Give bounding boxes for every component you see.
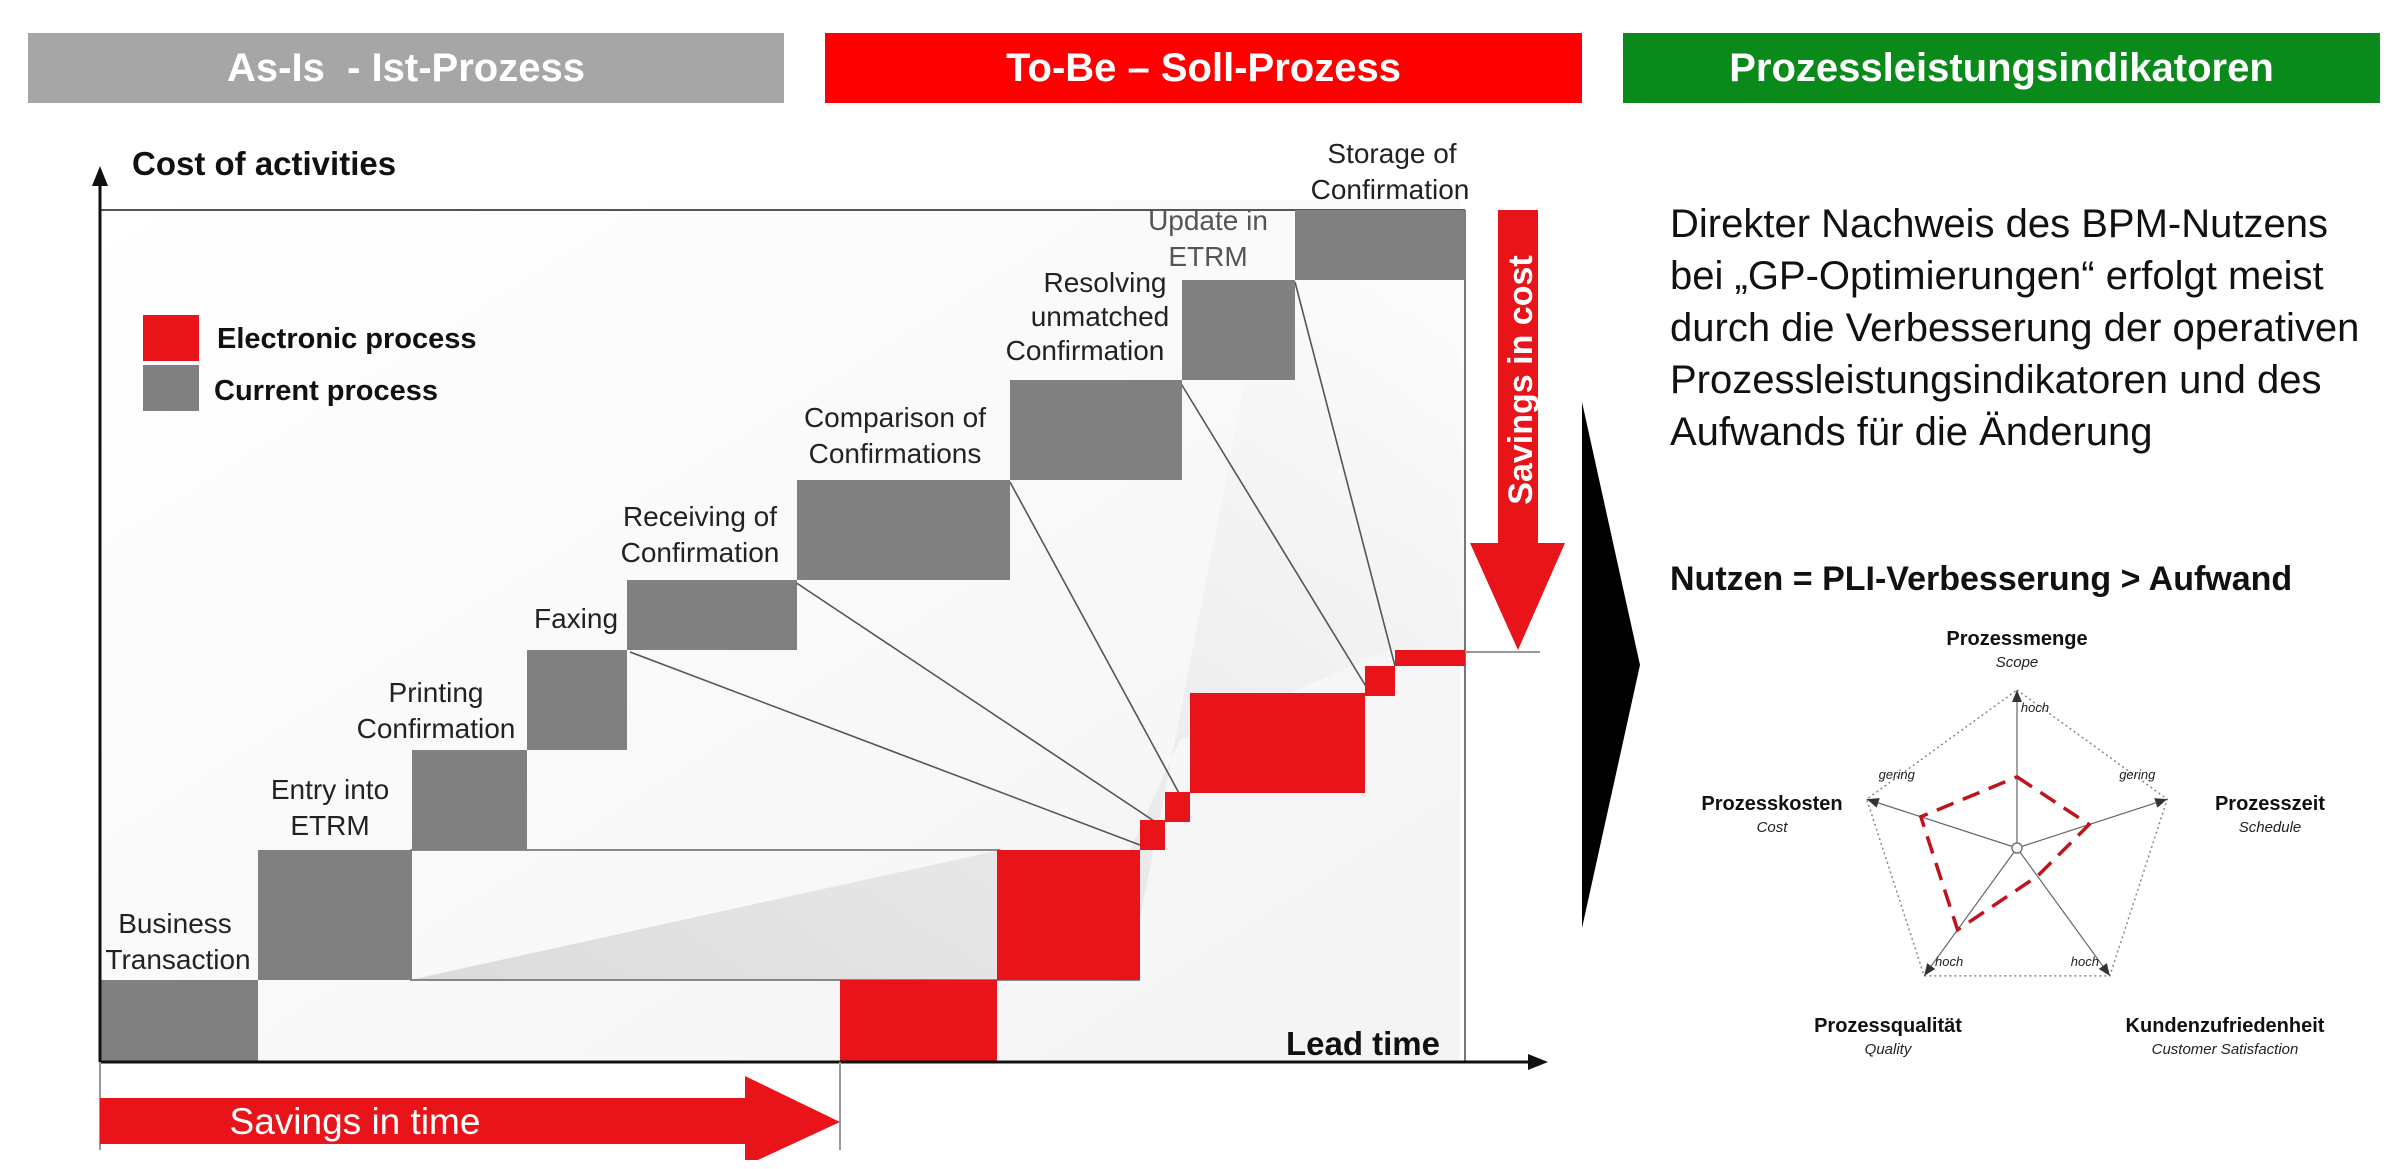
y-axis-arrowhead bbox=[92, 166, 108, 186]
step-resolving bbox=[1010, 380, 1182, 480]
radar-axis-sub: Customer Satisfaction bbox=[2152, 1041, 2299, 1058]
savings-in-time-arrow bbox=[100, 1076, 840, 1160]
pli-radar-chart: ProzessmengeScopehochProzesszeitSchedule… bbox=[1701, 628, 2325, 1058]
radar-axis-arrowhead bbox=[2098, 963, 2110, 976]
savings-in-time-label: Savings in time bbox=[230, 1101, 481, 1142]
radar-axis-arrowhead bbox=[2154, 798, 2168, 808]
legend-swatch-electronic bbox=[143, 315, 199, 361]
step-storage bbox=[1295, 210, 1465, 280]
step-label: Faxing bbox=[534, 603, 618, 634]
current-process-steps bbox=[100, 210, 1465, 1062]
convergence-lines bbox=[629, 281, 1396, 846]
radar-center bbox=[2011, 842, 2023, 854]
radar-axis-marker: gering bbox=[2119, 767, 2156, 782]
radar-axis-arrowhead bbox=[1924, 963, 1936, 976]
legend-label-electronic: Electronic process bbox=[217, 323, 477, 355]
radar-axis-sub: Quality bbox=[1865, 1041, 1913, 1058]
savings-in-cost-label: Savings in cost bbox=[1502, 255, 1540, 504]
radar-axis-line bbox=[2016, 847, 2111, 977]
x-axis-arrowhead bbox=[1528, 1054, 1548, 1070]
header-as-is: As-Is - Ist-Prozess bbox=[28, 33, 784, 103]
radar-axis-name: Kundenzufriedenheit bbox=[2126, 1015, 2325, 1037]
radar-labels: ProzessmengeScopehochProzesszeitSchedule… bbox=[1701, 628, 2325, 1058]
radar-axis-name: Prozessqualität bbox=[1814, 1015, 1962, 1037]
savings-in-cost-arrow bbox=[1470, 210, 1565, 650]
radar-axis-marker: hoch bbox=[2071, 954, 2099, 969]
electronic-process-steps bbox=[840, 650, 1465, 1062]
radar-axis-sub: Schedule bbox=[2239, 819, 2302, 836]
radar-axis-sub: Scope bbox=[1996, 654, 2039, 671]
description-text: Direkter Nachweis des BPM-Nutzens bei „G… bbox=[1670, 202, 2360, 454]
cost-lead-time-diagram: Cost of activities Lead time Electronic … bbox=[92, 138, 1565, 1160]
step-business-transaction bbox=[100, 980, 258, 1062]
radar-axis-marker: gering bbox=[1879, 767, 1916, 782]
radar-series bbox=[1918, 774, 2092, 933]
radar-axis-arrowhead bbox=[2012, 690, 2022, 702]
step-printing bbox=[412, 750, 527, 850]
x-axis-label: Lead time bbox=[1286, 1025, 1440, 1062]
y-axis-label: Cost of activities bbox=[132, 145, 396, 182]
legend-label-current: Current process bbox=[214, 375, 438, 407]
radar-axis-line bbox=[1866, 798, 2018, 849]
step-faxing bbox=[527, 650, 627, 750]
transition-arrow bbox=[1582, 402, 1640, 928]
radar-axis-name: Prozessmenge bbox=[1946, 628, 2087, 650]
radar-axis-sub: Cost bbox=[1757, 819, 1789, 836]
radar-axis-marker: hoch bbox=[1935, 954, 1963, 969]
radar-axis-marker: hoch bbox=[2021, 700, 2049, 715]
step-entry-etrm bbox=[258, 850, 412, 980]
radar-axis-name: Prozesszeit bbox=[2215, 793, 2325, 815]
header-pli: Prozessleistungsindikatoren bbox=[1623, 33, 2380, 103]
radar-axes bbox=[1866, 690, 2168, 977]
step-comparison bbox=[797, 480, 1010, 580]
benefit-formula: Nutzen = PLI-Verbesserung > Aufwand bbox=[1670, 560, 2293, 598]
radar-axis-line bbox=[2016, 798, 2168, 849]
radar-axis-arrowhead bbox=[1866, 798, 1880, 808]
legend-swatch-current bbox=[143, 365, 199, 411]
step-receiving bbox=[627, 580, 797, 650]
radar-axis-line bbox=[1923, 847, 2018, 977]
savings-fan-shading bbox=[410, 210, 1465, 980]
header-to-be: To-Be – Soll-Prozess bbox=[825, 33, 1582, 103]
radar-axis-name: Prozesskosten bbox=[1701, 793, 1842, 815]
step-update bbox=[1182, 280, 1295, 380]
